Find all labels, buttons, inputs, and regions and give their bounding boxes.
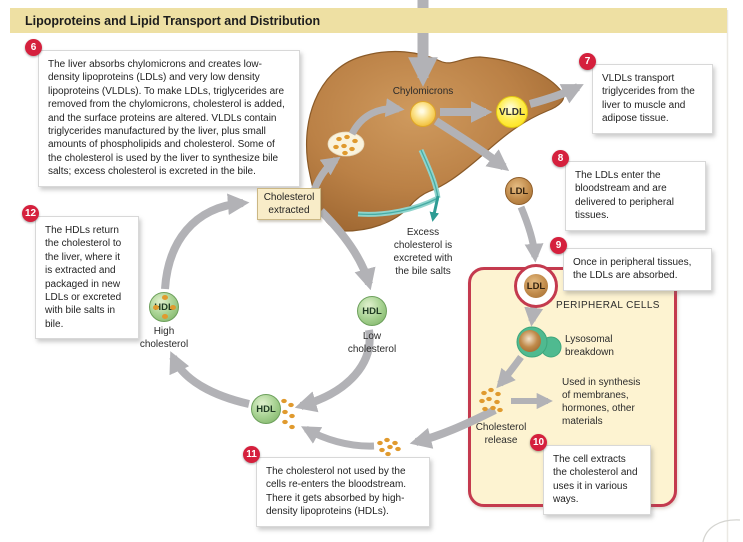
step-badge-11: 11 bbox=[243, 446, 260, 463]
step-text-12: The HDLs return the cholesterol to the l… bbox=[45, 225, 122, 330]
cholesterol-release-label: Cholesterol release bbox=[475, 422, 527, 446]
liver-cholesterol-pool bbox=[327, 131, 365, 157]
hdl-returning-particle: HDL bbox=[251, 394, 281, 424]
step-note-7: 7 VLDLs transport triglycerides from the… bbox=[579, 53, 713, 134]
cell-cholesterol-dots bbox=[479, 387, 503, 413]
cholesterol-dot bbox=[153, 305, 159, 310]
step-note-6: 6 The liver absorbs chylomicrons and cre… bbox=[25, 39, 300, 187]
vldl-particle: VLDL bbox=[496, 96, 528, 128]
arrow-hdl-to-hdlhigh bbox=[169, 351, 250, 408]
cholesterol-dot bbox=[170, 305, 176, 310]
chylomicron-particle bbox=[410, 101, 436, 127]
figure-title-band: Lipoproteins and Lipid Transport and Dis… bbox=[10, 8, 727, 33]
peripheral-ldl-particle: LDL bbox=[521, 271, 551, 301]
step-badge-6: 6 bbox=[25, 39, 42, 56]
low-cholesterol-caption: Low cholesterol bbox=[347, 331, 397, 355]
hdl-low-particle: HDL bbox=[357, 296, 387, 326]
step-badge-8: 8 bbox=[552, 150, 569, 167]
lysosome-illustration bbox=[516, 326, 562, 358]
hdl-returning-label: HDL bbox=[256, 403, 276, 415]
used-in-synthesis-caption: Used in synthesis of membranes, hormones… bbox=[562, 377, 641, 427]
arrow-dots-to-hdl bbox=[301, 425, 375, 450]
step-text-8: The LDLs enter the bloodstream and are d… bbox=[575, 170, 674, 222]
cholesterol-extracted-box: Cholesterol extracted bbox=[257, 188, 321, 220]
bloodstream-cholesterol-dots bbox=[377, 437, 401, 457]
arrow-chylomicron-to-ldl bbox=[433, 117, 510, 171]
arrow-hdllow-to-hdl bbox=[294, 329, 374, 413]
step-text-10: The cell extracts the cholesterol and us… bbox=[553, 454, 638, 506]
step-badge-12: 12 bbox=[22, 205, 39, 222]
arrow-pool-to-chylomicron bbox=[348, 98, 405, 136]
step-text-6: The liver absorbs chylomicrons and creat… bbox=[48, 59, 285, 178]
hdl-high-label: HDL bbox=[154, 301, 174, 313]
hdl-low-label: HDL bbox=[362, 305, 382, 317]
hdl-absorbing-dots bbox=[281, 398, 295, 430]
arrow-cholesterol-release-out bbox=[409, 406, 497, 449]
step-text-7: VLDLs transport triglycerides from the l… bbox=[602, 73, 695, 125]
figure-title: Lipoproteins and Lipid Transport and Dis… bbox=[25, 13, 321, 28]
arrow-vldl-to-tissues bbox=[528, 83, 584, 108]
page-curl bbox=[702, 519, 741, 542]
cholesterol-dot bbox=[162, 295, 168, 300]
step-note-8: 8 The LDLs enter the bloodstream and are… bbox=[552, 150, 706, 231]
liver-illustration bbox=[306, 50, 565, 232]
bile-excretion-arrow bbox=[429, 195, 440, 222]
step-text-11: The cholesterol not used by the cells re… bbox=[266, 466, 407, 518]
ldl-particle: LDL bbox=[505, 177, 533, 205]
peripheral-cells-label: PERIPHERAL CELLS bbox=[556, 300, 660, 311]
step-text-9: Once in peripheral tissues, the LDLs are… bbox=[573, 257, 692, 282]
arrow-lysosome-to-cholesterol bbox=[496, 354, 524, 389]
step-badge-10: 10 bbox=[530, 434, 547, 451]
excess-cholesterol-caption: Excess cholesterol is excreted with the … bbox=[393, 227, 453, 277]
step-note-11: 11 The cholesterol not used by the cells… bbox=[243, 446, 430, 527]
step-note-9: 9 Once in peripheral tissues, the LDLs a… bbox=[550, 237, 712, 291]
cholesterol-dot bbox=[162, 314, 168, 319]
step-note-12: 12 The HDLs return the cholesterol to th… bbox=[22, 205, 139, 340]
arrow-hdlhigh-to-extracted bbox=[161, 193, 250, 290]
lysosomal-breakdown-label: Lysosomal breakdown bbox=[565, 334, 614, 358]
step-badge-9: 9 bbox=[550, 237, 567, 254]
step-badge-7: 7 bbox=[579, 53, 596, 70]
step-note-10: 10 The cell extracts the cholesterol and… bbox=[530, 434, 651, 515]
arrow-ldl-to-peripheral bbox=[517, 205, 544, 263]
hdl-high-particle: HDL bbox=[149, 292, 179, 322]
chylomicrons-label: Chylomicrons bbox=[392, 86, 454, 97]
arrow-liver-to-hdllow bbox=[318, 208, 376, 291]
high-cholesterol-caption: High cholesterol bbox=[139, 326, 189, 350]
